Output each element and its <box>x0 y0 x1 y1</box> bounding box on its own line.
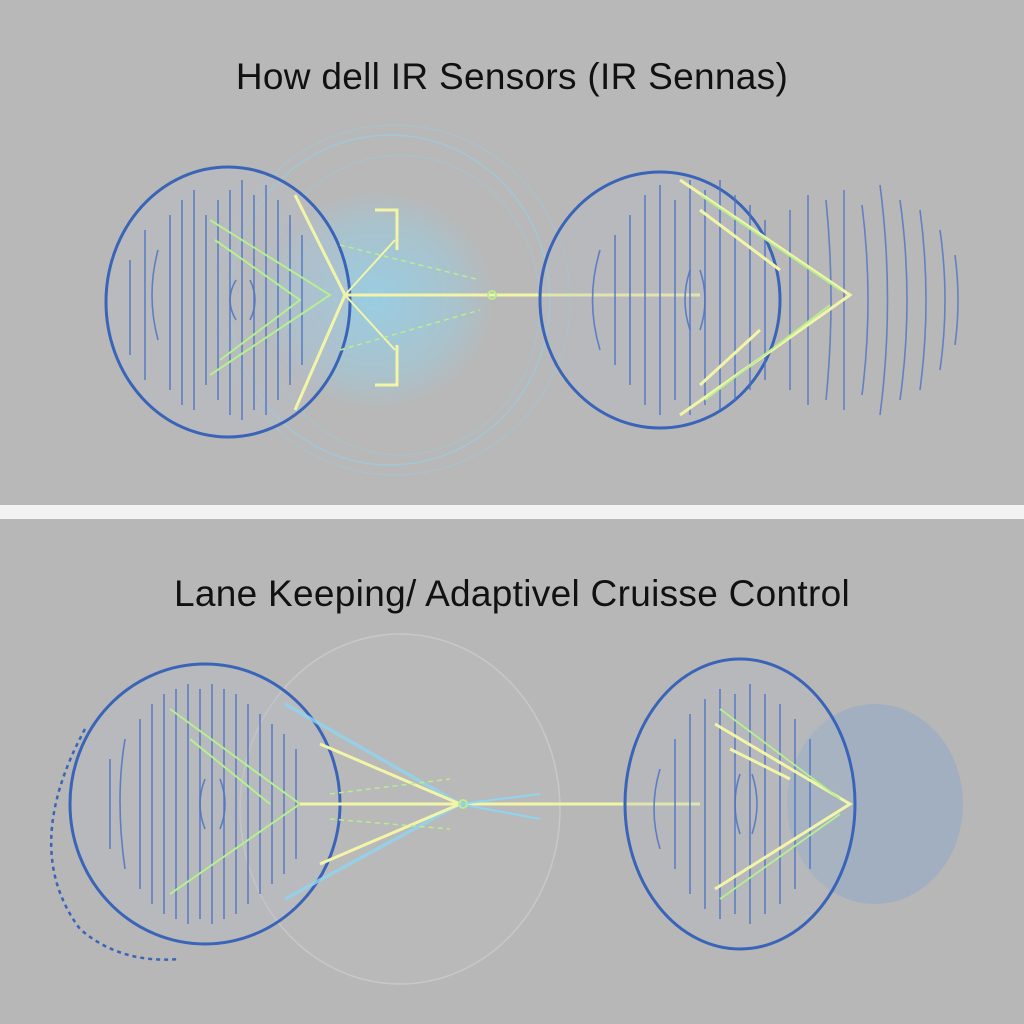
panel-title-bottom: Lane Keeping/ Adaptivel Cruisse Control <box>173 573 851 614</box>
ir-sensor-emitter-icon <box>104 165 352 439</box>
panel-divider <box>0 505 1024 519</box>
ir-sensor-diagram-top <box>104 124 959 476</box>
ir-beam <box>284 702 700 901</box>
detection-zone <box>239 633 561 985</box>
ir-sensor-emitter-icon <box>68 662 342 946</box>
lane-keeping-diagram <box>49 633 963 985</box>
signal-glow <box>219 124 571 476</box>
top-panel: How dell IR Sensors (IR Sennas) <box>0 0 1024 505</box>
panel-title-top: How dell IR Sensors (IR Sennas) <box>235 56 789 97</box>
ir-sensor-receiver-icon <box>623 657 857 951</box>
ir-sensor-receiver-icon <box>538 170 959 430</box>
target-shadow <box>787 704 963 904</box>
scan-arc <box>49 728 181 961</box>
bottom-panel: Lane Keeping/ Adaptivel Cruisse Control <box>0 519 1024 1024</box>
ir-beam <box>293 194 700 411</box>
